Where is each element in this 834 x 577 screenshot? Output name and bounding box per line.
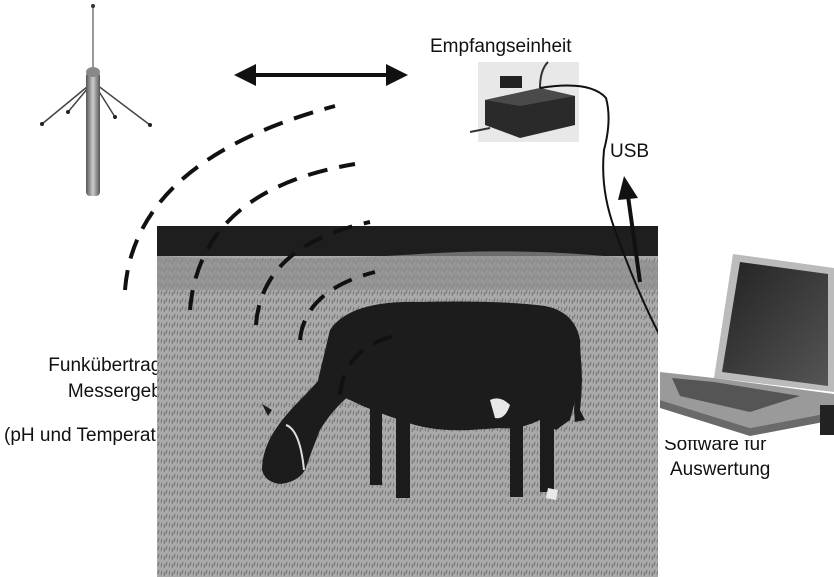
antenna-photo [40,4,152,196]
grazing-cow-photo [157,226,658,577]
double-headed-arrow [234,64,408,86]
laptop-photo [658,250,834,440]
receiver-unit-photo [470,62,579,142]
